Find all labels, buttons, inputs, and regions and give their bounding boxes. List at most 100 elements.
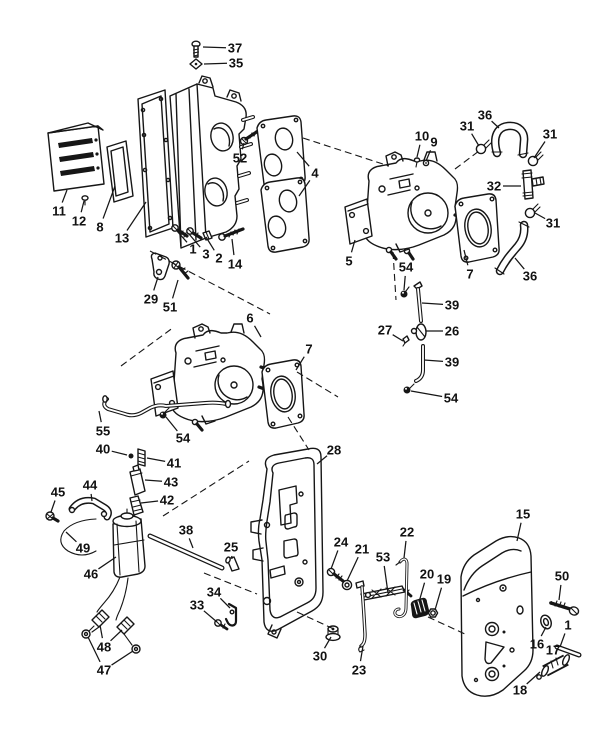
manifold-gasket-upper xyxy=(454,193,500,263)
leader-line-16 xyxy=(540,626,547,637)
part-label-31: 31 xyxy=(543,127,557,142)
center-line xyxy=(427,616,466,635)
part-label-55: 55 xyxy=(96,424,110,439)
leader-line-47 xyxy=(111,650,134,666)
leader-line-39 xyxy=(423,359,444,362)
part-label-36: 36 xyxy=(478,108,492,123)
fuel-hose-lower xyxy=(494,220,530,276)
leader-line-41 xyxy=(146,457,166,462)
manifold-gasket-lower xyxy=(261,359,305,429)
leader-line-3 xyxy=(188,233,201,248)
part-label-53: 53 xyxy=(376,550,390,565)
part-label-24: 24 xyxy=(334,535,349,550)
leader-line-18 xyxy=(526,671,541,685)
part-label-26: 26 xyxy=(445,324,459,339)
part-label-1: 1 xyxy=(564,618,571,633)
part-label-37: 37 xyxy=(228,41,242,56)
wire-connectors xyxy=(81,609,141,654)
center-line xyxy=(296,611,337,631)
part-label-32: 32 xyxy=(487,179,501,194)
center-line xyxy=(302,137,390,167)
leader-line-48 xyxy=(99,624,104,639)
bracket-screw xyxy=(45,511,60,523)
center-line xyxy=(120,326,175,367)
part-label-22: 22 xyxy=(400,525,414,540)
leader-line-37 xyxy=(202,46,227,49)
leader-line-55 xyxy=(98,410,102,423)
leader-line-7 xyxy=(463,249,469,266)
leader-line-24 xyxy=(330,550,339,570)
part-label-47: 47 xyxy=(97,663,111,678)
leader-line-6 xyxy=(253,325,262,338)
part-label-20: 20 xyxy=(420,567,434,582)
flat-washer xyxy=(341,579,353,591)
part-label-40: 40 xyxy=(96,442,110,457)
leader-line-50 xyxy=(558,584,562,601)
leader-line-10 xyxy=(416,144,421,158)
part-label-42: 42 xyxy=(160,493,174,508)
leader-line-46 xyxy=(98,556,117,570)
fuel-hose-upper xyxy=(490,121,529,159)
part-label-28: 28 xyxy=(327,443,341,458)
leader-line-54 xyxy=(403,275,406,291)
leader-line-54 xyxy=(165,416,178,432)
part-label-34: 34 xyxy=(207,585,222,600)
intake-manifold xyxy=(169,75,255,249)
part-label-23: 23 xyxy=(352,663,366,678)
leader-line-54 xyxy=(410,390,443,398)
link-rod-lower xyxy=(414,344,425,383)
part-label-52: 52 xyxy=(233,151,247,166)
leader-line-36 xyxy=(491,120,500,129)
choke-link-rod xyxy=(393,557,409,619)
center-line xyxy=(392,251,397,301)
solenoid-bracket xyxy=(68,496,112,521)
leader-line-31 xyxy=(533,141,546,159)
leader-line-4 xyxy=(298,180,311,197)
part-label-33: 33 xyxy=(190,598,204,613)
center-line xyxy=(149,250,271,315)
manifold-screws xyxy=(171,224,245,241)
throttle-lever-plate xyxy=(360,585,413,601)
ball-stud-lower xyxy=(403,383,415,394)
leader-line-33 xyxy=(203,610,218,623)
choke-rod xyxy=(147,533,225,571)
leader-line-1 xyxy=(176,230,188,243)
part-label-31: 31 xyxy=(460,119,474,134)
swivel-connector xyxy=(410,323,427,341)
hose-clamp-a xyxy=(475,139,492,155)
leader-line-45 xyxy=(50,500,56,513)
part-label-1: 1 xyxy=(189,242,196,257)
spacer-sleeve xyxy=(536,654,571,680)
leader-line-47 xyxy=(87,636,101,663)
leader-line-35 xyxy=(203,62,228,65)
reed-block xyxy=(47,122,105,192)
grommet-ring xyxy=(540,614,552,630)
part-label-38: 38 xyxy=(179,523,193,538)
part-label-36: 36 xyxy=(523,269,537,284)
leader-line-34 xyxy=(219,597,231,609)
carb-gasket-lower xyxy=(260,177,310,253)
retainer-clip xyxy=(402,335,410,347)
plunger-spring-lower xyxy=(129,495,144,516)
part-label-14: 14 xyxy=(228,257,243,272)
part-label-16: 16 xyxy=(530,637,544,652)
part-label-18: 18 xyxy=(513,683,527,698)
part-label-25: 25 xyxy=(224,540,238,555)
part-label-35: 35 xyxy=(229,56,243,71)
part-label-50: 50 xyxy=(555,569,569,584)
return-spring xyxy=(410,597,430,619)
part-label-17: 17 xyxy=(546,643,560,658)
center-line xyxy=(162,460,250,517)
leader-line-49 xyxy=(65,531,77,543)
part-label-19: 19 xyxy=(437,572,451,587)
dowel-pin xyxy=(554,644,582,658)
part-label-41: 41 xyxy=(167,456,181,471)
leader-line-15 xyxy=(516,522,522,542)
part-label-48: 48 xyxy=(97,640,111,655)
part-label-29: 29 xyxy=(144,292,158,307)
choke-plunger xyxy=(129,464,146,496)
leader-line-48 xyxy=(110,629,123,642)
leader-line-19 xyxy=(434,587,443,611)
leader-line-5 xyxy=(350,239,356,253)
